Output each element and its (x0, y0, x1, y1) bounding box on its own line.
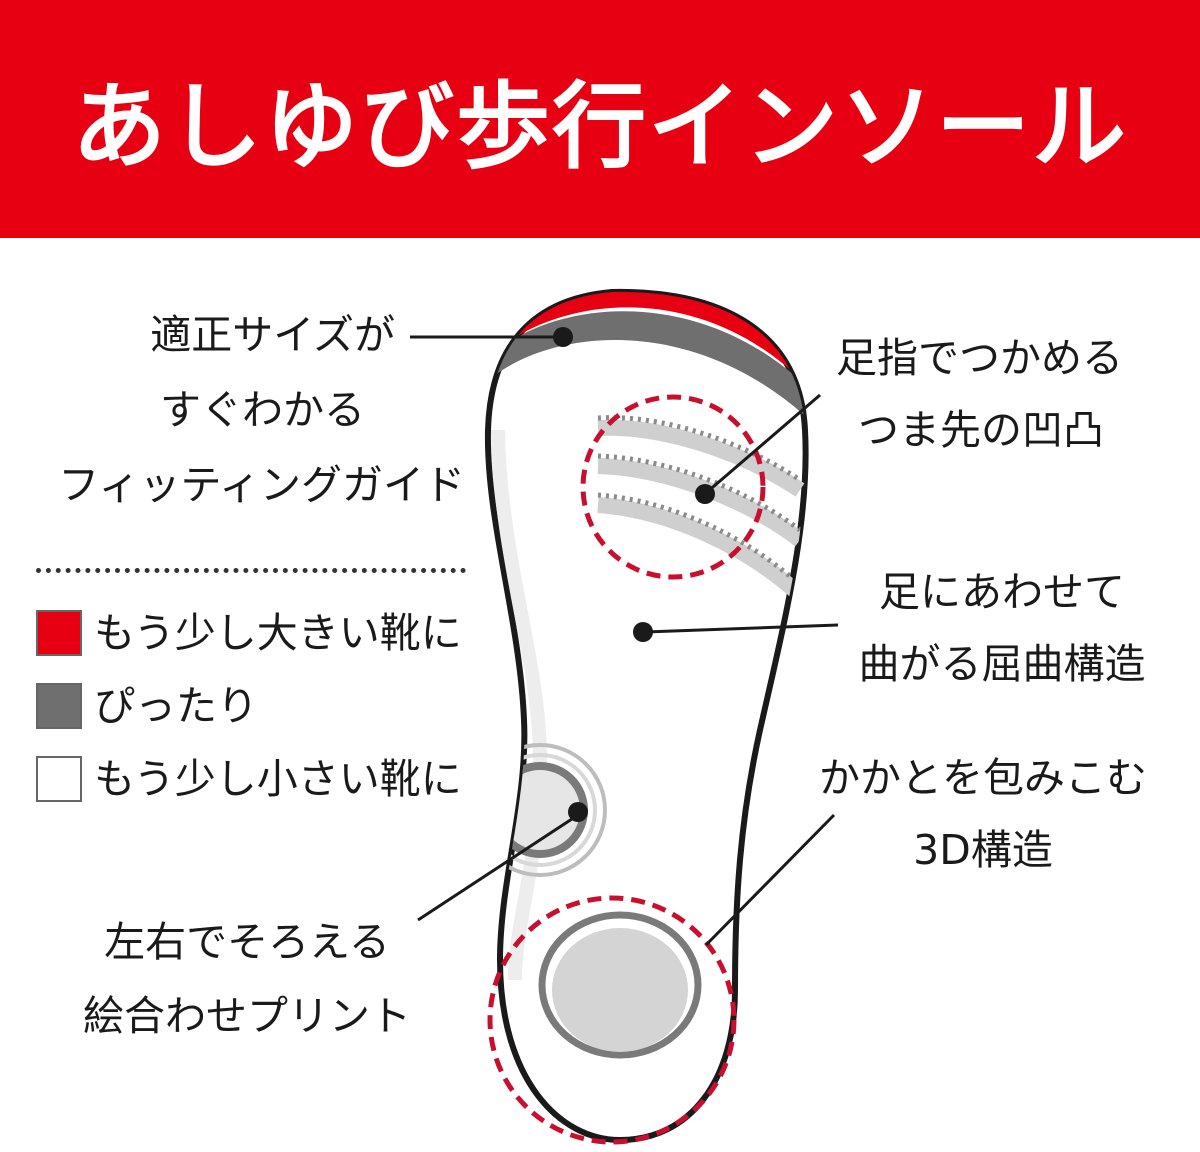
legend-item-bigger: もう少し大きい靴に (36, 610, 462, 656)
print-line-1: 左右でそろえる (104, 918, 390, 966)
fitting-guide-line-1: 適正サイズが (150, 311, 395, 359)
legend-swatch-red (36, 610, 82, 656)
fitting-guide-line-2: すぐわかる (160, 386, 365, 434)
legend-swatch-gray (36, 683, 82, 729)
print-dot (568, 802, 588, 822)
legend-label-smaller: もう少し小さい靴に (94, 754, 462, 803)
toe-grip-dot (695, 484, 715, 504)
fitting-guide-line-3: フィッティングガイド (58, 461, 465, 509)
print-line-2: 絵合わせプリント (83, 992, 411, 1040)
toe-ridge-3 (597, 497, 806, 601)
print-arc-outer (487, 743, 607, 877)
legend-label-fit: ぴったり (94, 681, 258, 730)
page-title: あしゆび歩行インソール (71, 73, 1128, 182)
print-arc-mid (487, 753, 597, 867)
legend-item-fit: ぴったり (36, 683, 258, 729)
heel-line-2: 3D構造 (913, 826, 1053, 874)
toe-grip-line-1: 足指でつかめる (836, 334, 1123, 382)
legend-swatch-white (36, 756, 82, 802)
heel-cup-inner (552, 928, 688, 1052)
heel-line-1: かかとを包みこむ (819, 754, 1147, 802)
heel-cup-outer (538, 911, 702, 1059)
legend-item-smaller: もう少し小さい靴に (36, 756, 462, 802)
dotted-divider (36, 568, 466, 573)
toe-ridge-1 (597, 419, 805, 497)
fitting-guide-dot (553, 327, 573, 347)
flex-dot (633, 622, 653, 642)
toe-grip-line-2: つま先の凹凸 (858, 406, 1104, 454)
heel-highlight-circle (487, 895, 737, 1145)
flex-line-1: 足にあわせて (879, 568, 1125, 616)
toe-highlight-circle (580, 394, 766, 580)
legend-label-bigger: もう少し大きい靴に (94, 608, 462, 657)
flex-line-2: 曲がる屈曲構造 (858, 640, 1146, 688)
title-banner: あしゆび歩行インソール (0, 0, 1200, 238)
